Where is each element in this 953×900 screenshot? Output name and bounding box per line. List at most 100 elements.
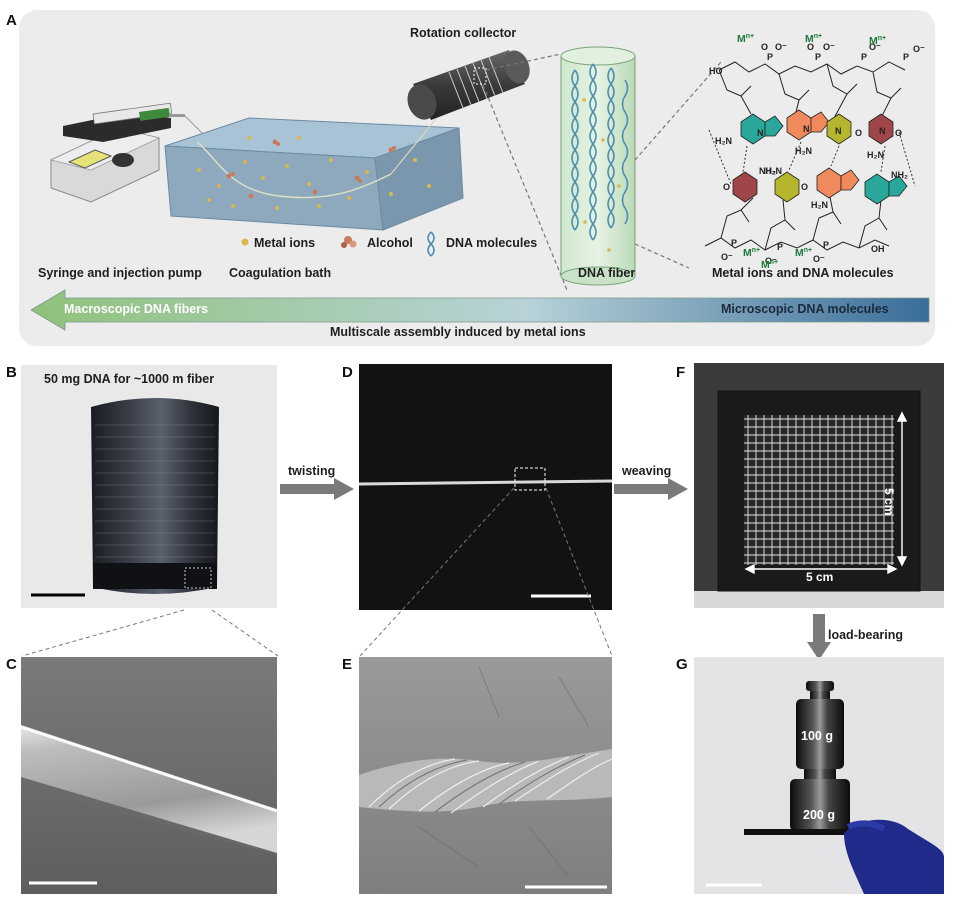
- svg-text:N: N: [757, 128, 764, 138]
- legend-dna-molecules: DNA molecules: [446, 236, 538, 250]
- microscopic-label: Microscopic DNA molecules: [721, 302, 889, 316]
- scale-arrow: [30, 289, 930, 331]
- syringe-pump-label: Syringe and injection pump: [38, 266, 202, 280]
- base-olive-bottom: [774, 171, 800, 203]
- svg-text:O: O: [801, 182, 808, 192]
- panel-label-e: E: [342, 656, 353, 673]
- svg-text:NH₂: NH₂: [891, 170, 908, 180]
- svg-text:Mn+: Mn+: [737, 33, 754, 45]
- fiber-to-collector-line: [390, 109, 444, 175]
- sem-image-c: [21, 657, 277, 894]
- panel-label-g: G: [676, 656, 688, 673]
- svg-text:O: O: [895, 128, 902, 138]
- twisted-fiber-sem: [359, 749, 612, 814]
- svg-text:O⁻: O⁻: [765, 256, 777, 266]
- svg-text:HO: HO: [709, 66, 723, 76]
- photo-b-spool: [21, 365, 277, 608]
- svg-text:Mn+: Mn+: [761, 259, 778, 271]
- legend-metal-ions: Metal ions: [254, 236, 316, 250]
- arrow-right-icon: [280, 478, 354, 500]
- base-salmon-bottom: [816, 167, 842, 199]
- panel-label-a: A: [6, 12, 17, 29]
- sem-image-e: [359, 657, 612, 894]
- dimension-arrows: [744, 411, 908, 575]
- svg-text:P: P: [903, 52, 909, 62]
- svg-text:N: N: [879, 126, 886, 136]
- svg-text:P: P: [861, 52, 867, 62]
- svg-text:O⁻: O⁻: [869, 42, 881, 52]
- schematic-panel-a: H₂N H₂N H₂N H₂N H₂N O O O O N N N N NH₂ …: [30, 33, 930, 331]
- panel-label-f: F: [676, 364, 686, 381]
- zoom-lines-b: [21, 609, 279, 657]
- dna-fiber-icon: [560, 46, 636, 286]
- photo-f-woven-fabric: [694, 363, 944, 608]
- arrow-down-icon: [807, 614, 831, 660]
- woven-grid: [744, 415, 894, 565]
- metal-ion-icon: [241, 238, 249, 246]
- twisted-fiber: [359, 479, 612, 486]
- svg-text:O: O: [723, 182, 730, 192]
- base-teal-bottom: [864, 173, 890, 205]
- twisting-label: twisting: [288, 464, 336, 478]
- multiscale-caption: Multiscale assembly induced by metal ion…: [330, 325, 586, 339]
- arrow-right-icon-2: [614, 478, 688, 500]
- coagulation-bath-label: Coagulation bath: [229, 266, 332, 280]
- svg-text:N: N: [835, 126, 842, 136]
- svg-text:Mn+: Mn+: [795, 247, 812, 259]
- coagulation-bath-icon: [164, 117, 464, 231]
- svg-text:H₂N: H₂N: [715, 136, 732, 146]
- svg-text:N: N: [803, 124, 810, 134]
- rotation-collector-label: Rotation collector: [410, 26, 517, 40]
- svg-text:O: O: [761, 42, 768, 52]
- alcohol-icon: [341, 236, 357, 248]
- base-maroon-bottom: [732, 171, 758, 203]
- svg-text:NH₂: NH₂: [759, 166, 776, 176]
- photo-g-load-bearing: [694, 657, 944, 894]
- svg-text:O: O: [855, 128, 862, 138]
- photo-d-twisted-fiber: [359, 364, 612, 610]
- svg-text:OH: OH: [871, 244, 885, 254]
- dna-helix-icon: [427, 231, 435, 257]
- metal-ions-dna-label: Metal ions and DNA molecules: [712, 266, 894, 280]
- load-bearing-label: load-bearing: [828, 628, 904, 642]
- glove-icon: [844, 819, 944, 894]
- zoom-lines-a2: [634, 61, 722, 269]
- spool-caption: 50 mg DNA for ~1000 m fiber: [44, 372, 215, 386]
- svg-text:O: O: [807, 42, 814, 52]
- base-maroon-top: [868, 113, 894, 145]
- svg-text:P: P: [767, 52, 773, 62]
- fabric-strip: [744, 829, 884, 835]
- svg-text:P: P: [777, 242, 783, 252]
- dimension-vertical: 5 cm: [882, 488, 896, 516]
- svg-text:O⁻: O⁻: [775, 42, 787, 52]
- svg-text:H₂N: H₂N: [811, 200, 828, 210]
- zoom-lines-d: [359, 488, 613, 657]
- svg-text:H₂N: H₂N: [795, 146, 812, 156]
- svg-text:O⁻: O⁻: [823, 42, 835, 52]
- dna-fiber-label: DNA fiber: [578, 266, 636, 280]
- dna-structure-diagram: H₂N H₂N H₂N H₂N H₂N O O O O N N N N NH₂ …: [704, 33, 925, 271]
- zoom-box-d: [514, 467, 546, 491]
- svg-text:O⁻: O⁻: [813, 254, 825, 264]
- panel-label-b: B: [6, 364, 17, 381]
- fiber-sem: [21, 725, 277, 853]
- weight-icon: [790, 681, 850, 831]
- svg-text:O⁻: O⁻: [913, 44, 925, 54]
- weight-200-label: 200 g: [803, 808, 835, 822]
- rotation-collector-icon: [407, 50, 530, 120]
- svg-text:P: P: [823, 240, 829, 250]
- macroscopic-label: Macroscopic DNA fibers: [64, 302, 209, 316]
- svg-text:Mn+: Mn+: [805, 33, 822, 45]
- svg-text:H₂N: H₂N: [867, 150, 884, 160]
- svg-text:Mn+: Mn+: [743, 247, 760, 259]
- svg-text:Mn+: Mn+: [869, 35, 886, 47]
- svg-text:H₂N: H₂N: [765, 166, 782, 176]
- base-olive-top: [826, 113, 852, 145]
- svg-text:P: P: [815, 52, 821, 62]
- zoom-lines-a1: [482, 53, 568, 291]
- svg-text:O⁻: O⁻: [721, 252, 733, 262]
- panel-label-c: C: [6, 656, 17, 673]
- legend-alcohol: Alcohol: [367, 236, 413, 250]
- panel-label-d: D: [342, 364, 353, 381]
- syringe-pump-icon: [49, 102, 185, 203]
